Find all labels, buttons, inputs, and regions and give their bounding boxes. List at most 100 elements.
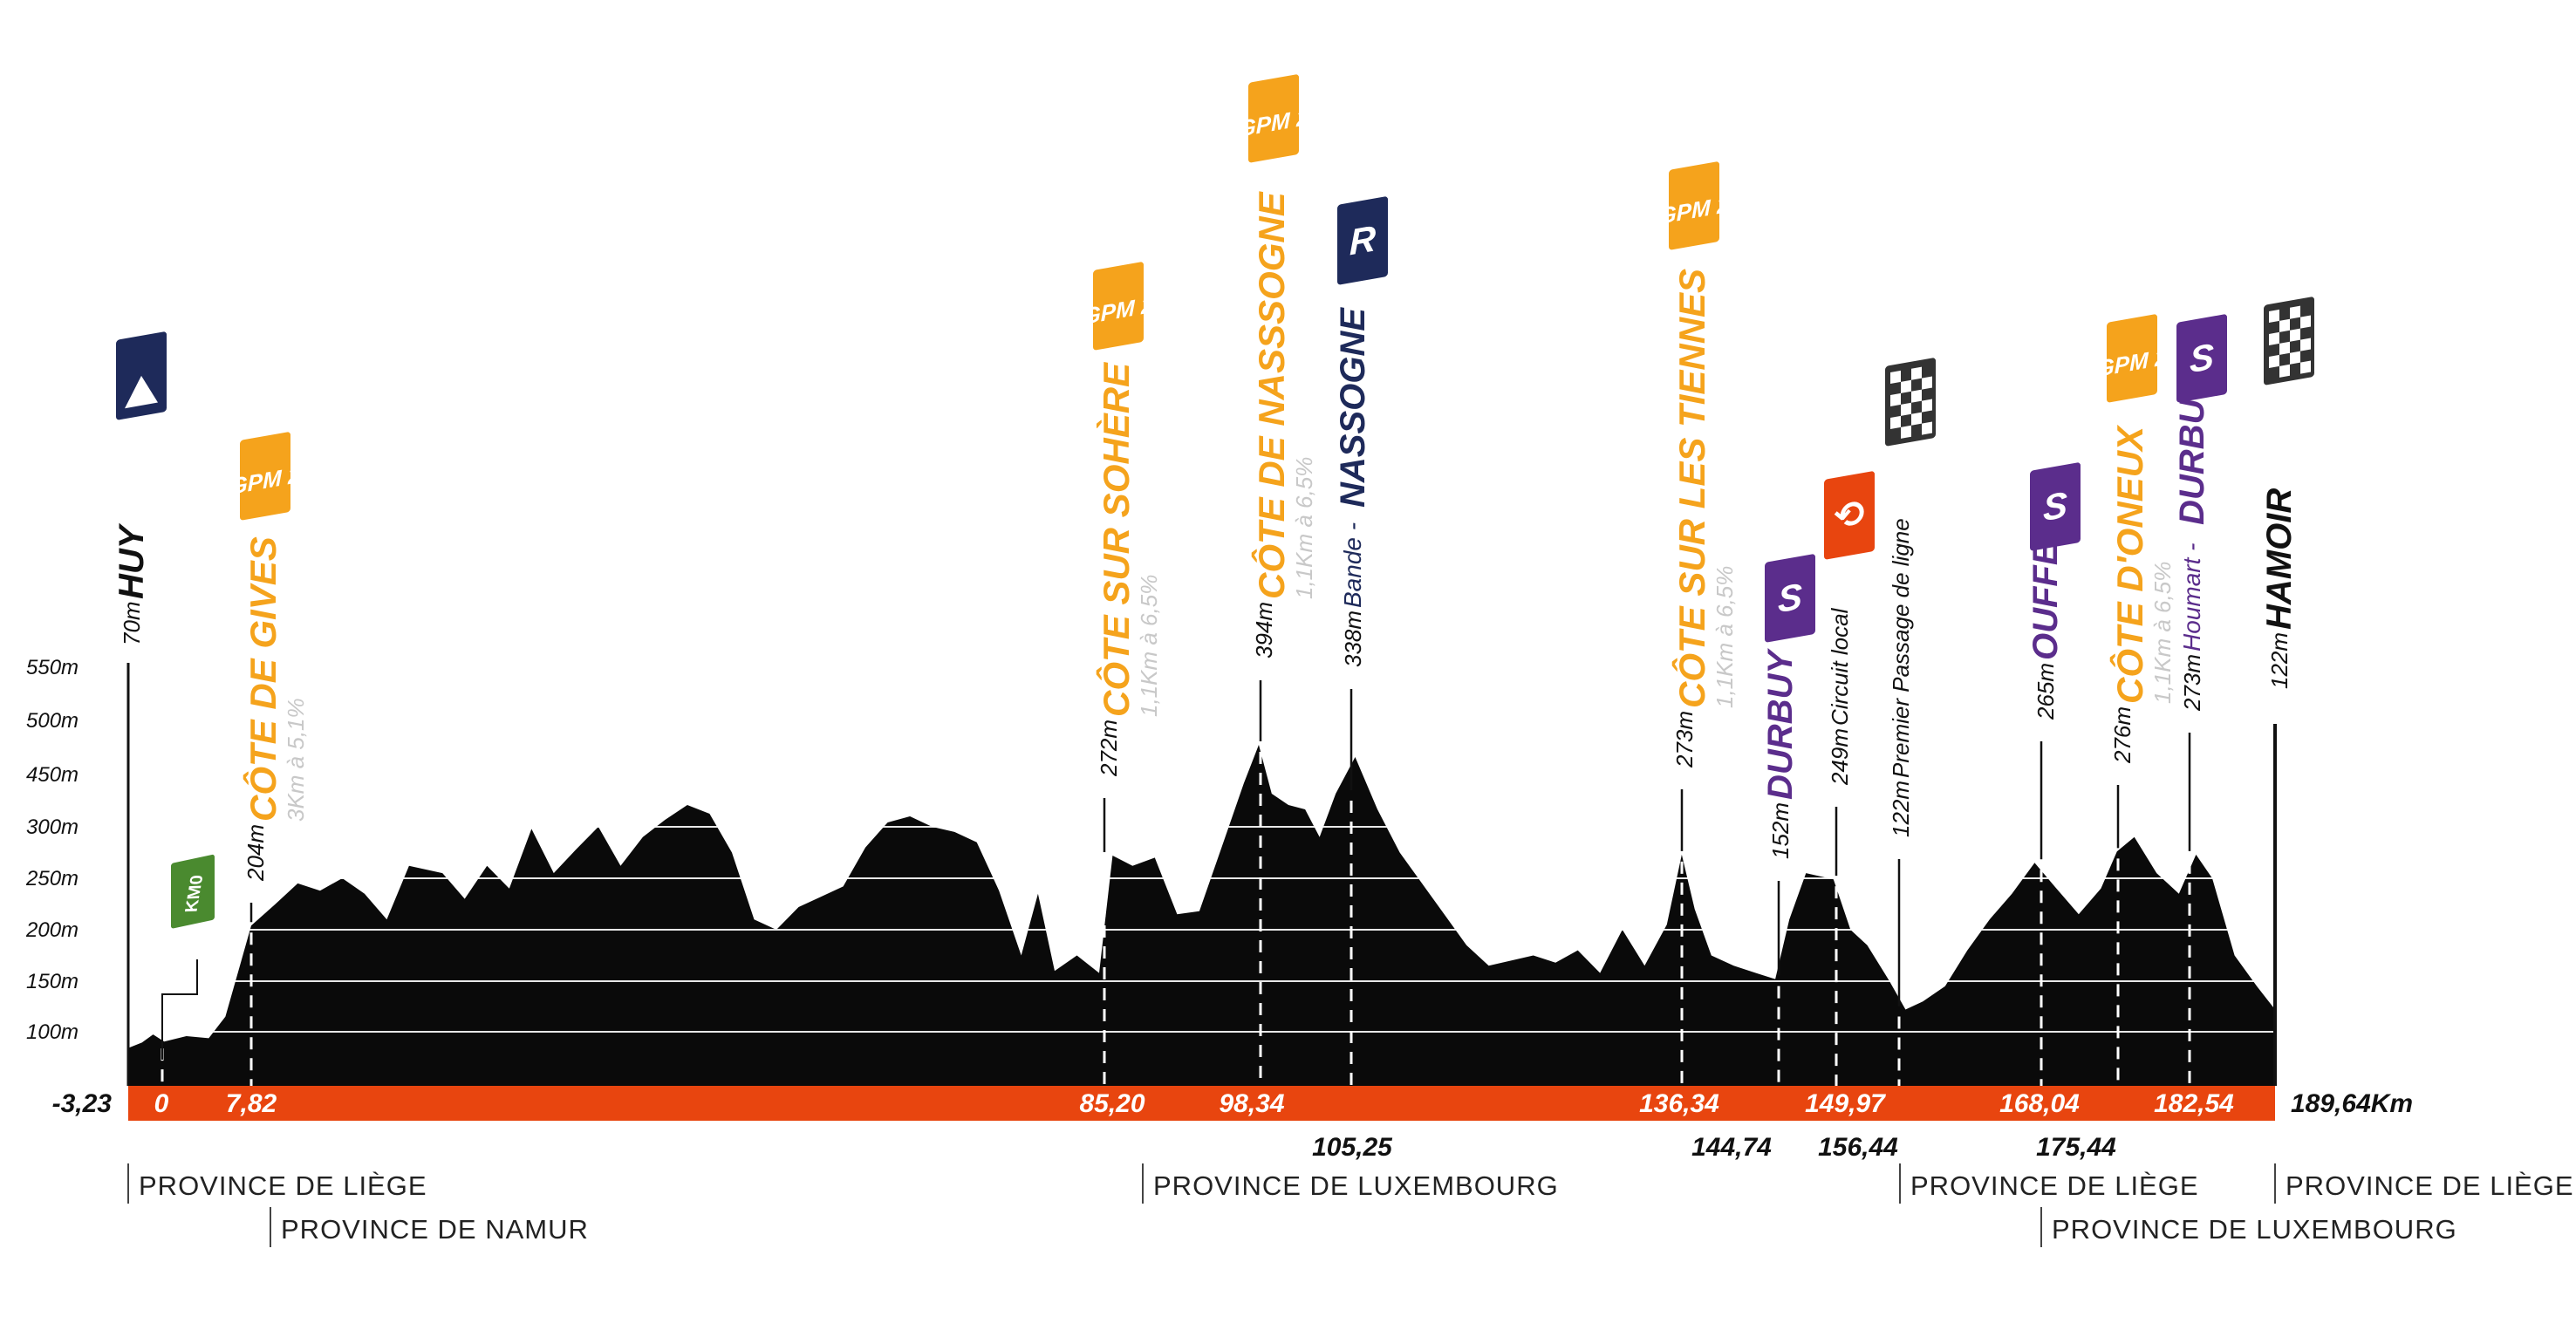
km-marker-label: -3,23 xyxy=(52,1089,113,1118)
flag-body xyxy=(2030,462,2081,551)
gpm-flag-icon: GPM 2 xyxy=(1239,74,1309,163)
flag-body xyxy=(240,432,290,521)
altitude-label: 276m xyxy=(2109,706,2135,764)
y-tick-label: 100m xyxy=(26,1020,79,1044)
province-name: PROVINCE DE LUXEMBOURG xyxy=(2052,1214,2457,1245)
y-tick-label: 450m xyxy=(26,763,79,787)
checker-square xyxy=(1922,399,1932,413)
km-marker-label: 98,34 xyxy=(1219,1089,1284,1118)
province-name: PROVINCE DE LIÈGE xyxy=(2286,1170,2574,1201)
checker-square xyxy=(1890,392,1901,406)
place-name: CÔTE D'ONEUX xyxy=(2108,424,2150,704)
province-label: PROVINCE DE LUXEMBOURG xyxy=(1142,1163,1558,1204)
km-marker-label: 156,44 xyxy=(1818,1133,1898,1162)
note-label: Houmart - xyxy=(2178,543,2205,652)
km-bar xyxy=(128,1086,2275,1121)
sprint-flag-icon: S xyxy=(2176,314,2227,403)
climb-stats-label: 3Km à 5,1% xyxy=(283,698,309,822)
gpm-flag-icon: GPM 2 xyxy=(1083,262,1154,351)
place-name: CÔTE DE GIVES xyxy=(242,536,284,822)
checker-square xyxy=(2300,360,2311,374)
province-label: PROVINCE DE NAMUR xyxy=(270,1207,589,1247)
checker-square xyxy=(1911,389,1922,403)
km-marker-label: 149,97 xyxy=(1805,1089,1886,1118)
km-marker-label: 168,04 xyxy=(1999,1089,2080,1118)
place-name: CÔTE SUR SOHÈRE xyxy=(1095,361,1137,717)
province-name: PROVINCE DE NAMUR xyxy=(281,1214,589,1245)
stage-point: KM0 xyxy=(161,854,215,1086)
checker-square xyxy=(2279,364,2290,378)
checker-square xyxy=(2290,351,2300,365)
place-name: HAMOIR xyxy=(2260,488,2299,630)
place-name: CÔTE DE NASSSOGNE xyxy=(1250,190,1292,599)
circuit-flag-icon: ⟲ xyxy=(1824,471,1875,560)
flag-body xyxy=(1765,554,1815,643)
sprint-flag-icon: S xyxy=(2030,462,2081,551)
checker-square xyxy=(2290,328,2300,342)
checker-square xyxy=(1890,415,1901,429)
start-flag-icon xyxy=(116,331,167,420)
checker-square xyxy=(1922,421,1932,435)
profile-area-group xyxy=(128,745,2275,1086)
gpm-flag-icon: GPM 2 xyxy=(230,432,301,521)
province-label: PROVINCE DE LIÈGE xyxy=(2274,1163,2574,1204)
altitude-label: 122m xyxy=(1888,781,1914,837)
flag-body xyxy=(1093,262,1144,351)
km0-leader xyxy=(161,959,198,1060)
y-tick-label: 300m xyxy=(26,815,79,839)
gridlines-group xyxy=(130,826,2275,1033)
flag-body xyxy=(1337,196,1388,285)
gpm-flag-icon: GPM 2 xyxy=(2097,314,2168,403)
y-tick-label: 500m xyxy=(26,709,79,733)
km-marker-label: 182,54 xyxy=(2154,1089,2234,1118)
checker-square xyxy=(2290,305,2300,319)
checker-square xyxy=(2300,315,2311,329)
checker-square xyxy=(2300,338,2311,351)
checker-square xyxy=(1890,370,1901,384)
altitude-label: 122m xyxy=(2266,632,2292,689)
flag-text: S xyxy=(2190,336,2214,381)
checker-square xyxy=(1922,376,1932,390)
climb-stats-label: 1,1Km à 6,5% xyxy=(1291,457,1317,599)
flag-text: S xyxy=(1778,576,1802,621)
note-label: Bande - xyxy=(1339,522,1366,608)
place-name: DURBUY xyxy=(1761,648,1800,800)
km-marker-label: 0 xyxy=(154,1089,169,1118)
checker-square xyxy=(2269,309,2279,323)
altitude-label: 394m xyxy=(1251,602,1277,658)
checker-square xyxy=(1901,379,1911,393)
flag-body xyxy=(1824,471,1875,560)
flag-text: ⟲ xyxy=(1834,492,1864,538)
altitude-label: 272m xyxy=(1096,720,1122,777)
checker-square xyxy=(2269,331,2279,345)
checker-square xyxy=(2269,354,2279,368)
flag-body xyxy=(1248,74,1299,163)
flag-text: R xyxy=(1349,217,1377,263)
note-label: Circuit local xyxy=(1827,607,1853,726)
y-tick-label: 550m xyxy=(26,656,79,679)
y-tick-label: 200m xyxy=(25,918,79,942)
checker-square xyxy=(2279,341,2290,355)
climb-stats-label: 1,1Km à 6,5% xyxy=(2149,562,2176,704)
km-marker-label: 175,44 xyxy=(2036,1133,2116,1162)
place-name: CÔTE SUR LES TIENNES xyxy=(1671,269,1712,708)
place-name: NASSOGNE xyxy=(1334,307,1372,508)
